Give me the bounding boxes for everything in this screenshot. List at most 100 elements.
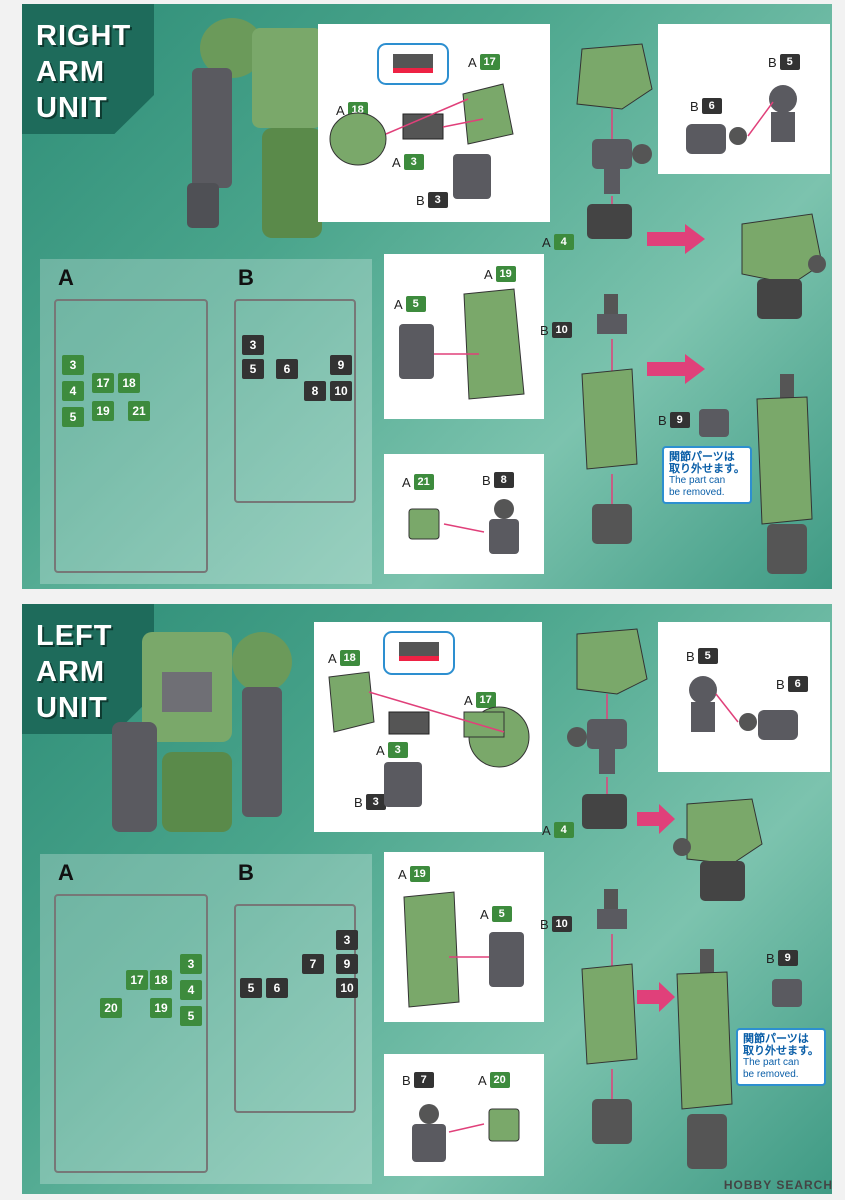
sprue-b-letter: B — [238, 860, 254, 885]
lower-arm-drawing — [581, 889, 638, 1144]
joint-part-drawing — [772, 979, 802, 1007]
watermark: HOBBY SEARCH — [723, 1178, 833, 1192]
assembled-forearm-drawing — [756, 374, 813, 574]
sprue-part-badge: 6 — [276, 359, 298, 379]
next-arrow-icon — [637, 982, 675, 1012]
upper-arm-drawing — [567, 628, 648, 829]
sprue-b — [234, 904, 356, 1113]
sprue-part-badge: 17 — [126, 970, 148, 990]
sprue-part-badge: 21 — [128, 401, 150, 421]
section-title-tab — [22, 604, 154, 734]
hand-parts-drawing — [412, 1104, 520, 1162]
section-title: RIGHT ARM UNIT — [36, 20, 132, 124]
sprue-part-badge: 3 — [180, 954, 202, 974]
sprue-part-badge: 6 — [266, 978, 288, 998]
robot-arm-illustration — [112, 632, 292, 832]
forearm-parts-drawing — [403, 891, 524, 1008]
sprue-part-badge: 19 — [150, 998, 172, 1018]
forearm-parts-drawing — [399, 288, 525, 400]
sprue-part-badge: 18 — [150, 970, 172, 990]
sprue-a-letter: A — [58, 265, 74, 290]
sprue-part-badge: 4 — [180, 980, 202, 1000]
sprue-panel: A B 3 4 5 17 18 19 20 3 5 6 7 9 10 — [40, 854, 372, 1184]
sprue-panel: A B 3 4 5 17 18 19 21 3 5 6 8 9 10 — [40, 259, 372, 584]
next-arrow-icon — [637, 804, 675, 834]
sprue-part-badge: 8 — [304, 381, 326, 401]
sprue-part-badge: 7 — [302, 954, 324, 974]
sprue-part-badge: 4 — [62, 381, 84, 401]
sprue-part-badge: 19 — [92, 401, 114, 421]
sprue-part-badge: 3 — [62, 355, 84, 375]
joint-parts-drawing — [689, 676, 798, 740]
lower-arm-drawing — [581, 294, 638, 544]
sprue-part-badge: 5 — [240, 978, 262, 998]
sprue-part-badge: 9 — [330, 355, 352, 375]
next-arrow-icon — [647, 224, 705, 254]
section-title-tab — [22, 4, 154, 134]
sprue-part-badge: 10 — [330, 381, 352, 401]
assembled-shoulder-drawing — [741, 213, 826, 319]
next-arrow-icon — [647, 354, 705, 384]
sprue-part-badge: 5 — [242, 359, 264, 379]
sprue-part-badge: 10 — [336, 978, 358, 998]
sprue-a — [54, 894, 208, 1173]
sprue-part-badge: 5 — [180, 1006, 202, 1026]
sprue-a — [54, 299, 208, 573]
sprue-a-letter: A — [58, 860, 74, 885]
sprue-part-badge: 3 — [336, 930, 358, 950]
upper-arm-drawing — [576, 43, 653, 239]
sprue-part-badge: 9 — [336, 954, 358, 974]
removable-part-note: 関節パーツは 取り外せます。 The part can be removed. — [662, 446, 752, 504]
sprue-part-badge: 5 — [62, 407, 84, 427]
section-title: LEFT ARM UNIT — [36, 620, 113, 724]
sprue-b — [234, 299, 356, 503]
removable-part-note: 関節パーツは 取り外せます。 The part can be removed. — [736, 1028, 826, 1086]
sprue-part-badge: 17 — [92, 373, 114, 393]
assembled-forearm-drawing — [676, 949, 733, 1169]
assembled-shoulder-drawing — [673, 798, 763, 901]
sprue-part-badge: 18 — [118, 373, 140, 393]
joint-parts-drawing — [686, 85, 797, 154]
sprue-b-letter: B — [238, 265, 254, 290]
hand-parts-drawing — [408, 499, 519, 554]
joint-part-drawing — [699, 409, 729, 437]
shoulder-parts-drawing — [329, 43, 514, 199]
robot-arm-illustration — [187, 18, 322, 238]
sprue-part-badge: 20 — [100, 998, 122, 1018]
